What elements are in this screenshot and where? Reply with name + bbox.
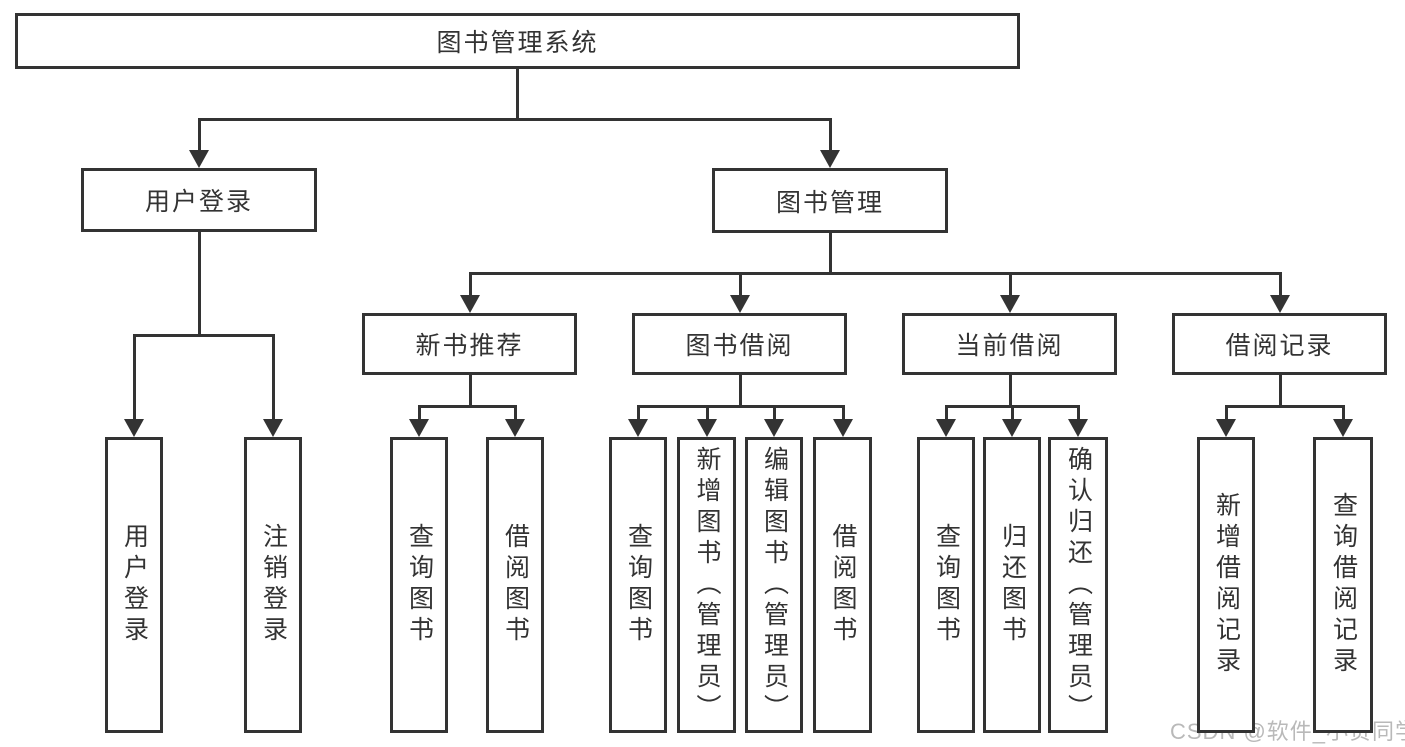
connector-arrow-shaft (636, 404, 640, 421)
node-leaf-query-book-1: 查询图书 (390, 437, 448, 733)
node-label-leaf-confirm-return-admin: 确认归还（管理员） (1064, 445, 1093, 725)
node-label-book-borrowing: 图书借阅 (685, 332, 794, 360)
connector-arrow-shaft (197, 117, 201, 152)
connector-arrow-shaft (1008, 271, 1012, 297)
connector-line (417, 404, 517, 408)
node-label-leaf-add-borrow-record: 新增借阅记录 (1212, 492, 1241, 678)
connector-arrow-shaft (738, 271, 742, 297)
node-leaf-query-book-2: 查询图书 (609, 437, 667, 733)
connector-line (828, 233, 832, 275)
node-root: 图书管理系统 (15, 13, 1020, 69)
node-label-current-borrowing: 当前借阅 (955, 332, 1064, 360)
arrowhead-down-icon (1216, 419, 1236, 437)
connector-arrow-shaft (417, 404, 421, 421)
connector-line (636, 404, 845, 408)
node-leaf-borrow-book-2: 借阅图书 (813, 437, 872, 733)
node-leaf-user-login: 用户登录 (105, 437, 163, 733)
node-label-user-login: 用户登录 (144, 188, 253, 216)
connector-arrow-shaft (1076, 404, 1080, 421)
arrowhead-down-icon (1002, 419, 1022, 437)
node-label-leaf-query-book-3: 查询图书 (932, 523, 961, 647)
node-user-login: 用户登录 (81, 168, 317, 232)
connector-line (197, 232, 201, 336)
arrowhead-down-icon (1270, 295, 1290, 313)
connector-line (515, 69, 519, 121)
node-label-leaf-edit-book-admin: 编辑图书（管理员） (760, 445, 789, 725)
connector-line (132, 333, 275, 337)
arrowhead-down-icon (628, 419, 648, 437)
connector-arrow-shaft (271, 333, 275, 421)
connector-arrow-shaft (468, 271, 472, 297)
connector-arrow-shaft (1224, 404, 1228, 421)
node-label-leaf-query-book-2: 查询图书 (624, 523, 653, 647)
connector-line (197, 117, 832, 121)
node-label-leaf-borrow-book-1: 借阅图书 (501, 523, 530, 647)
node-leaf-edit-book-admin: 编辑图书（管理员） (745, 437, 803, 733)
node-label-leaf-add-book-admin: 新增图书（管理员） (693, 445, 721, 725)
connector-arrow-shaft (1278, 271, 1282, 297)
arrowhead-down-icon (189, 150, 209, 168)
connector-arrow-shaft (944, 404, 948, 421)
arrowhead-down-icon (697, 419, 717, 437)
arrowhead-down-icon (730, 295, 750, 313)
arrowhead-down-icon (409, 419, 429, 437)
connector-line (1008, 375, 1012, 407)
arrowhead-down-icon (505, 419, 525, 437)
node-leaf-query-book-3: 查询图书 (917, 437, 975, 733)
arrowhead-down-icon (833, 419, 853, 437)
node-leaf-return-book: 归还图书 (983, 437, 1041, 733)
arrowhead-down-icon (936, 419, 956, 437)
node-current-borrowing: 当前借阅 (902, 313, 1117, 375)
node-label-leaf-borrow-book-2: 借阅图书 (829, 523, 857, 647)
connector-line (1224, 404, 1345, 408)
node-leaf-query-borrow-record: 查询借阅记录 (1313, 437, 1373, 733)
node-label-root: 图书管理系统 (436, 29, 599, 57)
arrowhead-down-icon (1000, 295, 1020, 313)
node-leaf-borrow-book-1: 借阅图书 (486, 437, 544, 733)
node-book-management: 图书管理 (712, 168, 948, 233)
node-label-leaf-user-login: 用户登录 (120, 523, 149, 647)
connector-arrow-shaft (132, 333, 136, 421)
connector-arrow-shaft (828, 117, 832, 152)
connector-arrow-shaft (841, 404, 845, 421)
node-new-book-recommend: 新书推荐 (362, 313, 577, 375)
arrowhead-down-icon (1068, 419, 1088, 437)
node-label-leaf-logout: 注销登录 (259, 523, 288, 647)
node-leaf-confirm-return-admin: 确认归还（管理员） (1048, 437, 1108, 733)
arrowhead-down-icon (820, 150, 840, 168)
arrowhead-down-icon (1333, 419, 1353, 437)
node-label-leaf-return-book: 归还图书 (998, 523, 1027, 647)
arrowhead-down-icon (764, 419, 784, 437)
node-label-borrowing-records: 借阅记录 (1225, 332, 1334, 360)
connector-arrow-shaft (772, 404, 776, 421)
connector-line (468, 271, 1282, 275)
connector-line (468, 375, 472, 407)
arrowhead-down-icon (124, 419, 144, 437)
connector-arrow-shaft (513, 404, 517, 421)
node-borrowing-records: 借阅记录 (1172, 313, 1387, 375)
node-label-new-book-recommend: 新书推荐 (415, 332, 524, 360)
node-leaf-add-borrow-record: 新增借阅记录 (1197, 437, 1255, 733)
node-label-leaf-query-borrow-record: 查询借阅记录 (1329, 492, 1358, 678)
connector-arrow-shaft (1010, 404, 1014, 421)
node-book-borrowing: 图书借阅 (632, 313, 847, 375)
node-label-book-management: 图书管理 (775, 188, 884, 217)
connector-arrow-shaft (1341, 404, 1345, 421)
connector-arrow-shaft (705, 404, 709, 421)
connector-line (738, 375, 742, 407)
connector-line (1278, 375, 1282, 407)
arrowhead-down-icon (460, 295, 480, 313)
node-label-leaf-query-book-1: 查询图书 (405, 523, 434, 647)
node-leaf-logout: 注销登录 (244, 437, 302, 733)
arrowhead-down-icon (263, 419, 283, 437)
node-leaf-add-book-admin: 新增图书（管理员） (677, 437, 736, 733)
